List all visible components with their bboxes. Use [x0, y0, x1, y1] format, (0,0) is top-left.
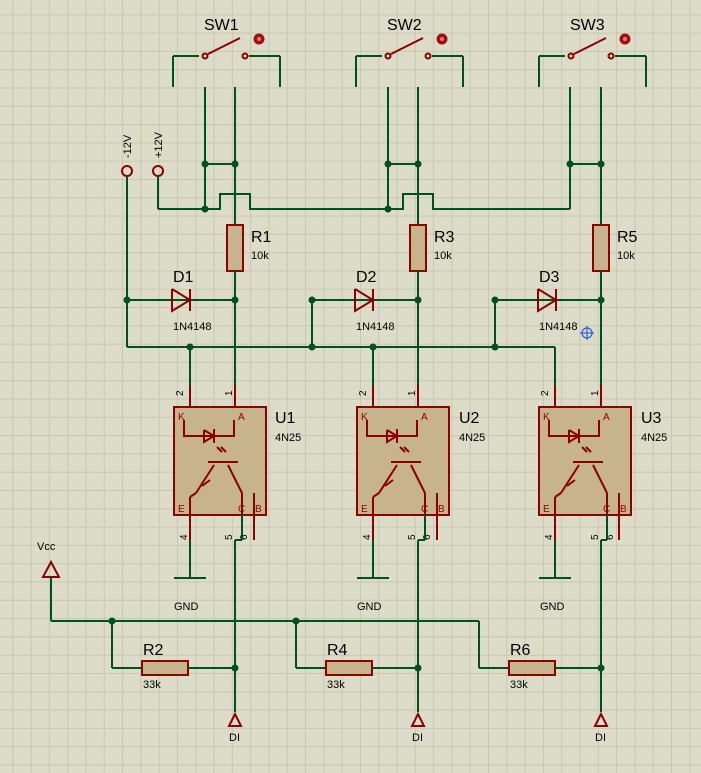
diode-ref: D3	[539, 269, 560, 286]
pin-e: E	[361, 504, 368, 515]
pin-k: K	[543, 412, 550, 423]
resistor-value: 33k	[143, 679, 161, 691]
pin-c: C	[603, 504, 610, 515]
opto-value: 4N25	[275, 432, 301, 444]
ground-label: GND	[540, 601, 565, 613]
ground-symbol	[356, 539, 390, 579]
opto-ref: U3	[641, 410, 662, 427]
ground-label: GND	[174, 601, 199, 613]
pin-k: K	[361, 412, 368, 423]
resistor-ref: R1	[251, 229, 272, 246]
switch-wiring	[204, 87, 602, 225]
diode-d1	[170, 288, 235, 313]
optocoupler-u2	[356, 406, 450, 516]
opto-ref: U2	[459, 410, 480, 427]
switch-sw2[interactable]	[355, 32, 464, 88]
resistor-ref: R4	[327, 642, 348, 659]
switch-label: SW2	[387, 17, 422, 34]
opto-value: 4N25	[459, 432, 485, 444]
pin-e: E	[543, 504, 550, 515]
switch-sw1[interactable]	[172, 32, 281, 88]
pin-a: A	[603, 412, 610, 423]
di-label: DI	[595, 732, 606, 744]
resistor-r2	[141, 660, 189, 676]
pin-number: 4	[362, 534, 373, 540]
diode-value: 1N4148	[173, 321, 212, 333]
vcc-wiring	[41, 559, 479, 622]
diode-value: 1N4148	[539, 321, 578, 333]
channel-3: SW3 R5 10k D3 1N4148 U3 4N25 K A E C B 2…	[478, 17, 667, 744]
ground-symbol	[538, 539, 572, 579]
pin-number: 4	[544, 534, 555, 540]
pin-number: 4	[179, 534, 190, 540]
resistor-r4	[325, 660, 373, 676]
resistor-value: 10k	[251, 250, 269, 262]
di-terminal	[227, 711, 243, 727]
diode-value: 1N4148	[356, 321, 395, 333]
pin-number: 1	[224, 390, 235, 396]
resistor-value: 10k	[434, 250, 452, 262]
neg-12v-label: -12V	[122, 134, 134, 158]
pin-e: E	[178, 504, 185, 515]
ground-label: GND	[357, 601, 382, 613]
diode-d2	[311, 288, 418, 347]
diode-d3	[494, 288, 601, 347]
ground-symbol	[173, 539, 207, 579]
di-terminal	[593, 711, 609, 727]
pin-number: 6	[239, 534, 250, 540]
switch-label: SW3	[570, 17, 605, 34]
pin-number: 5	[407, 534, 418, 540]
vcc-label: Vcc	[37, 541, 56, 553]
pin-number: 1	[590, 390, 601, 396]
optocoupler-u1	[173, 406, 267, 516]
pin-b: B	[620, 504, 627, 515]
pin-number: 5	[590, 534, 601, 540]
resistor-r3	[409, 224, 427, 272]
pin-b: B	[438, 504, 445, 515]
pin-number: 6	[422, 534, 433, 540]
resistor-r5	[592, 224, 610, 272]
resistor-r6	[508, 660, 556, 676]
resistor-value: 33k	[510, 679, 528, 691]
pin-number: 2	[358, 390, 369, 396]
pin-a: A	[421, 412, 428, 423]
channel-1: SW1 R1 10k D1 1N4148 U1 4N25 K A E C B 2…	[111, 17, 301, 744]
opto-ref: U1	[275, 410, 296, 427]
junction-dots	[108, 160, 605, 672]
pin-number: 2	[175, 390, 186, 396]
pin-k: K	[178, 412, 185, 423]
resistor-ref: R2	[143, 642, 164, 659]
pin-number: 6	[605, 534, 616, 540]
resistor-value: 10k	[617, 250, 635, 262]
pos-12v-label: +12V	[153, 131, 165, 158]
switch-sw3[interactable]	[538, 32, 647, 88]
vcc-terminal	[41, 559, 61, 578]
channel-2: SW2 R3 10k D2 1N4148 U2 4N25 K A E C B 2…	[295, 17, 485, 744]
crosshair-cursor-icon	[580, 326, 594, 340]
pin-number: 1	[407, 390, 418, 396]
resistor-r1	[226, 224, 244, 272]
supply-wiring	[121, 165, 570, 348]
diode-ref: D2	[356, 269, 377, 286]
switch-label: SW1	[204, 17, 239, 34]
resistor-ref: R3	[434, 229, 455, 246]
di-terminal	[410, 711, 426, 727]
diode-ref: D1	[173, 269, 194, 286]
resistor-ref: R6	[510, 642, 531, 659]
pin-number: 5	[224, 534, 235, 540]
pin-number: 2	[540, 390, 551, 396]
resistor-ref: R5	[617, 229, 638, 246]
pin-b: B	[255, 504, 262, 515]
resistor-value: 33k	[327, 679, 345, 691]
pin-c: C	[238, 504, 245, 515]
pin-a: A	[238, 412, 245, 423]
di-label: DI	[412, 732, 423, 744]
di-label: DI	[229, 732, 240, 744]
optocoupler-u3	[538, 406, 632, 516]
pin-c: C	[421, 504, 428, 515]
opto-value: 4N25	[641, 432, 667, 444]
